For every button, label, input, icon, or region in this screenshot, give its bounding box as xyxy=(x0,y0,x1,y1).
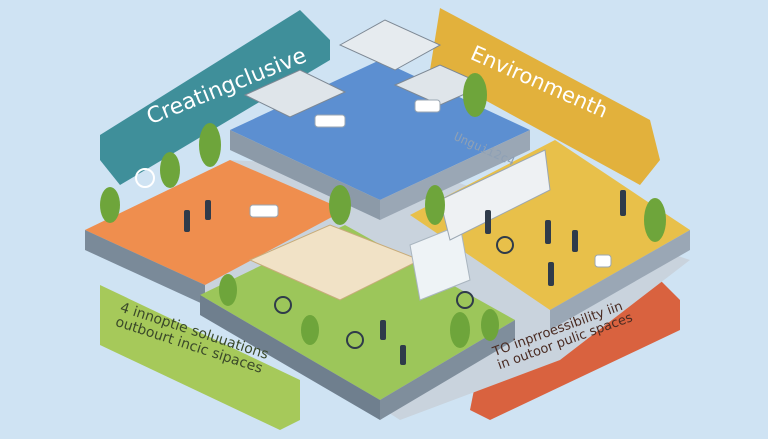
grass-plaza-edge-right xyxy=(380,320,515,420)
tree xyxy=(450,312,470,348)
green-banner xyxy=(100,285,300,430)
canopy-center xyxy=(338,19,442,71)
wheelchair-user xyxy=(346,331,364,349)
bench xyxy=(314,114,346,128)
tree xyxy=(425,185,445,225)
person xyxy=(400,345,406,365)
orange-plaza-edge xyxy=(85,230,205,305)
furniture xyxy=(249,99,612,268)
people xyxy=(184,190,626,365)
grass-plaza-edge-left xyxy=(200,295,380,420)
canopy-left xyxy=(243,69,347,118)
accessibility-sign-icon xyxy=(135,168,155,188)
wheelchair-user xyxy=(456,291,474,309)
person xyxy=(380,320,386,340)
bench xyxy=(414,99,441,113)
tree xyxy=(301,315,319,345)
wheelchair-user xyxy=(274,296,292,314)
blue-plaza-edge-right xyxy=(380,130,530,220)
glass-wall xyxy=(409,224,471,301)
person xyxy=(548,262,554,286)
teal-banner xyxy=(100,10,330,185)
trees xyxy=(100,73,666,348)
tree xyxy=(481,309,499,341)
person xyxy=(620,190,626,216)
person xyxy=(485,210,491,234)
person xyxy=(205,200,211,220)
tree xyxy=(463,73,487,117)
sand-plaza-edge xyxy=(550,230,690,330)
person xyxy=(545,220,551,244)
tree xyxy=(199,123,221,167)
orange-banner xyxy=(470,280,680,420)
tree xyxy=(100,187,120,223)
tree xyxy=(219,274,237,306)
person xyxy=(184,210,190,232)
person xyxy=(572,230,578,252)
bench xyxy=(594,254,612,268)
wheelchair-user xyxy=(496,236,514,254)
tree xyxy=(644,198,666,242)
orange-plaza xyxy=(85,160,345,285)
tree xyxy=(160,152,180,188)
yellow-banner xyxy=(430,8,660,185)
tree xyxy=(329,185,351,225)
info-kiosk xyxy=(439,149,551,241)
bench xyxy=(249,204,279,218)
